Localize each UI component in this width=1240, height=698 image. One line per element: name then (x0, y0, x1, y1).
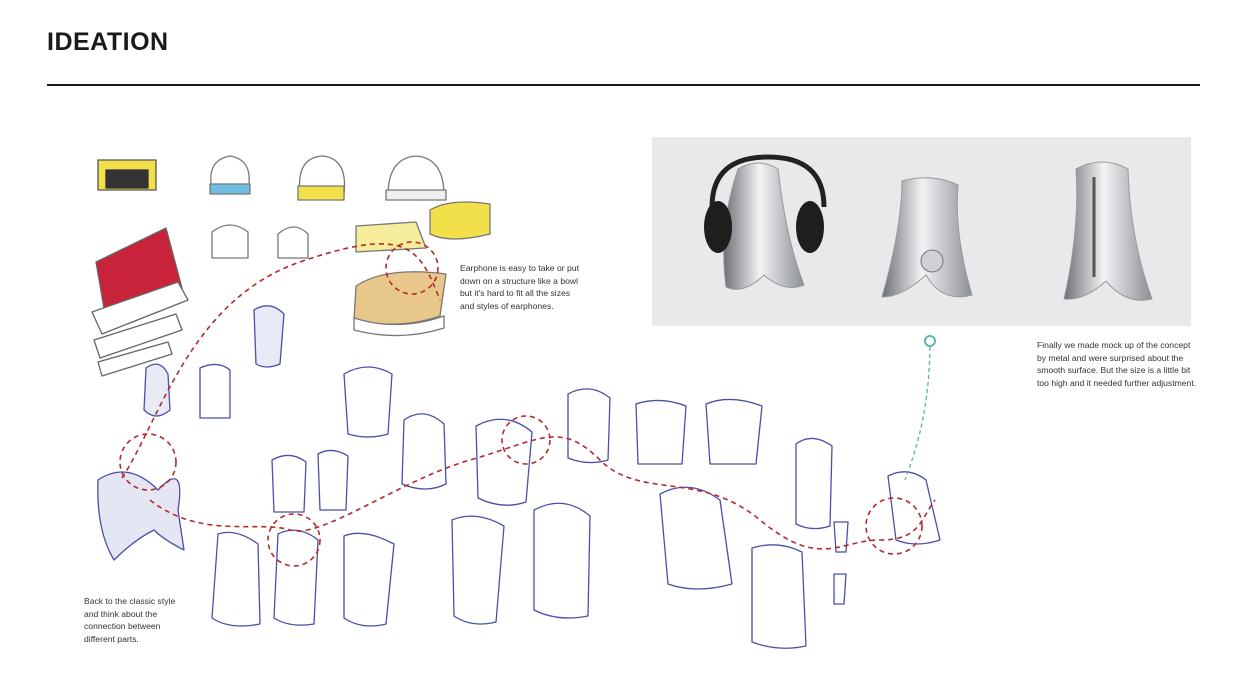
dashed-circle (501, 415, 551, 465)
headphone-stand-2 (881, 177, 973, 298)
title-rule (47, 84, 1200, 86)
headphone-stand-1 (704, 154, 827, 290)
mockup-photo (652, 137, 1191, 326)
note-metal-mockup: Finally we made mock up of the concept b… (1037, 340, 1197, 388)
dashed-circle (865, 497, 923, 555)
connector-dot (924, 335, 936, 347)
sketch-stands (97, 305, 941, 649)
dashed-circle (385, 241, 439, 295)
page-title: IDEATION (47, 28, 169, 56)
note-bowl-structure: Earphone is easy to take or put down on … (460, 263, 579, 311)
sketch-red-box (91, 227, 189, 377)
connector-line (904, 339, 931, 481)
dashed-circle (267, 513, 321, 567)
note-classic-style: Back to the classic style and think abou… (84, 596, 176, 644)
dashed-circle (119, 433, 177, 491)
dashed-path (121, 243, 936, 550)
sketch-bowl (353, 271, 447, 337)
headphone-stand-3 (1063, 161, 1153, 301)
